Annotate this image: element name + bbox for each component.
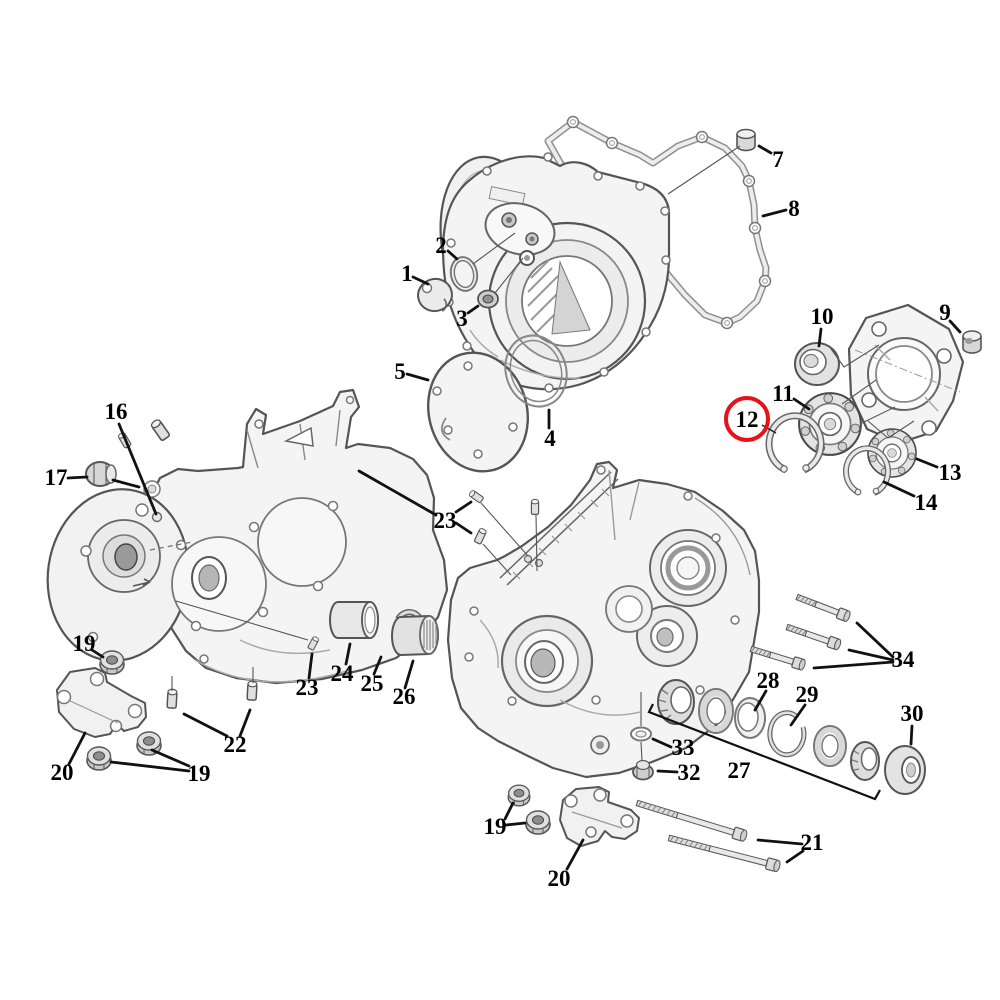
- part-label-20b: 20: [548, 866, 571, 891]
- derby-cover-part5: [426, 351, 530, 473]
- bolt-part21a: [634, 796, 749, 843]
- washer-part33: [630, 726, 652, 742]
- part-label-10: 10: [811, 304, 834, 329]
- part27-group-bracket-line: [647, 703, 881, 801]
- part-label-26: 26: [393, 684, 416, 709]
- part-label-11: 11: [772, 381, 794, 406]
- vent-plug-part7: [736, 128, 756, 152]
- part-label-9: 9: [939, 300, 951, 325]
- snap-ring-part29: [767, 710, 807, 758]
- needle-bearing-part26: [391, 614, 439, 657]
- part-label-21: 21: [801, 830, 824, 855]
- part-label-23b: 23: [296, 675, 319, 700]
- dowel-pin: [149, 417, 171, 442]
- gasket-bolt-holes: [566, 115, 772, 330]
- mount-bracket-part20-bottom: [559, 786, 640, 847]
- part-label-8: 8: [788, 196, 800, 221]
- left-crankcase-half: [46, 388, 449, 685]
- small-tapered-bearing: [850, 741, 880, 781]
- drain-plug-part32: [632, 759, 654, 781]
- bolt-part34a: [794, 591, 852, 623]
- part-label-1: 1: [401, 261, 413, 286]
- part-label-19a: 19: [73, 631, 96, 656]
- retaining-ring-part12: [765, 412, 825, 474]
- tapered-bearing: [657, 679, 695, 725]
- bolt-part34b: [784, 621, 843, 652]
- bolt-part21b: [666, 831, 782, 873]
- bolt-part34c: [748, 643, 807, 672]
- dowel-pin-part22b: [246, 680, 258, 701]
- part-label-25: 25: [361, 671, 384, 696]
- part-label-22: 22: [224, 732, 247, 757]
- mount-bracket-part20-left: [56, 667, 147, 738]
- bearing-part11: [798, 392, 862, 456]
- part-label-28: 28: [757, 668, 780, 693]
- part-label-3: 3: [456, 306, 468, 331]
- part-label-19b: 19: [188, 761, 211, 786]
- part-label-30: 30: [901, 701, 924, 726]
- inspection-cap-part1: [417, 277, 453, 313]
- plug-part9: [962, 330, 982, 354]
- part-label-29: 29: [796, 682, 819, 707]
- part-label-2: 2: [435, 233, 447, 258]
- locknut-part19d: [507, 784, 531, 807]
- part-label-32: 32: [678, 760, 701, 785]
- o-ring-part2: [449, 256, 479, 292]
- bearing-part10: [794, 342, 840, 386]
- part-label-20a: 20: [51, 760, 74, 785]
- spacer-ring-part28: [734, 697, 766, 739]
- bearing-race-ring: [813, 725, 847, 767]
- dowel-pin-part23b: [473, 527, 488, 545]
- plug-part17: [85, 461, 117, 487]
- assembly-alignment-lines: [171, 145, 915, 762]
- dowel-pin-part23c: [530, 498, 540, 516]
- part-label-33: 33: [672, 735, 695, 760]
- retaining-ring-part14: [843, 445, 891, 496]
- cam-cover-plate: [847, 303, 965, 445]
- callout-leader-lines: [66, 144, 962, 871]
- nut-part3: [477, 289, 499, 309]
- part-label-14: 14: [915, 490, 939, 515]
- part-label-5: 5: [394, 359, 406, 384]
- spacer-bushing-part24: [329, 601, 379, 639]
- part-label-4: 4: [544, 426, 556, 451]
- locknut-part19a: [99, 650, 125, 675]
- part-number-labels: 1 2 3 4 5 7 8 9 10 11 12 13 14 16 17 19 …: [45, 147, 962, 891]
- cover-mount-pad: [484, 202, 556, 266]
- bearing-washer: [698, 688, 734, 734]
- part-label-27: 27: [728, 758, 751, 783]
- part-label-13: 13: [939, 460, 962, 485]
- part-label-16: 16: [105, 399, 128, 424]
- part-label-34: 34: [892, 647, 916, 672]
- highlight-circle-part12: [724, 396, 770, 442]
- part-label-19c: 19: [484, 814, 507, 839]
- part-label-24: 24: [331, 661, 355, 686]
- part-label-23a: 23: [434, 508, 457, 533]
- part-label-7: 7: [772, 147, 784, 172]
- part-label-17: 17: [45, 465, 68, 490]
- part-label-12-highlighted: 12: [736, 407, 759, 432]
- dowel-pin-part22a: [166, 688, 178, 709]
- roller-spacer-part30: [884, 745, 926, 795]
- o-ring-part4: [504, 334, 568, 408]
- locknut-part19b: [86, 746, 112, 771]
- part12-pointer-line: [761, 424, 777, 434]
- locknut-part19e: [525, 810, 551, 835]
